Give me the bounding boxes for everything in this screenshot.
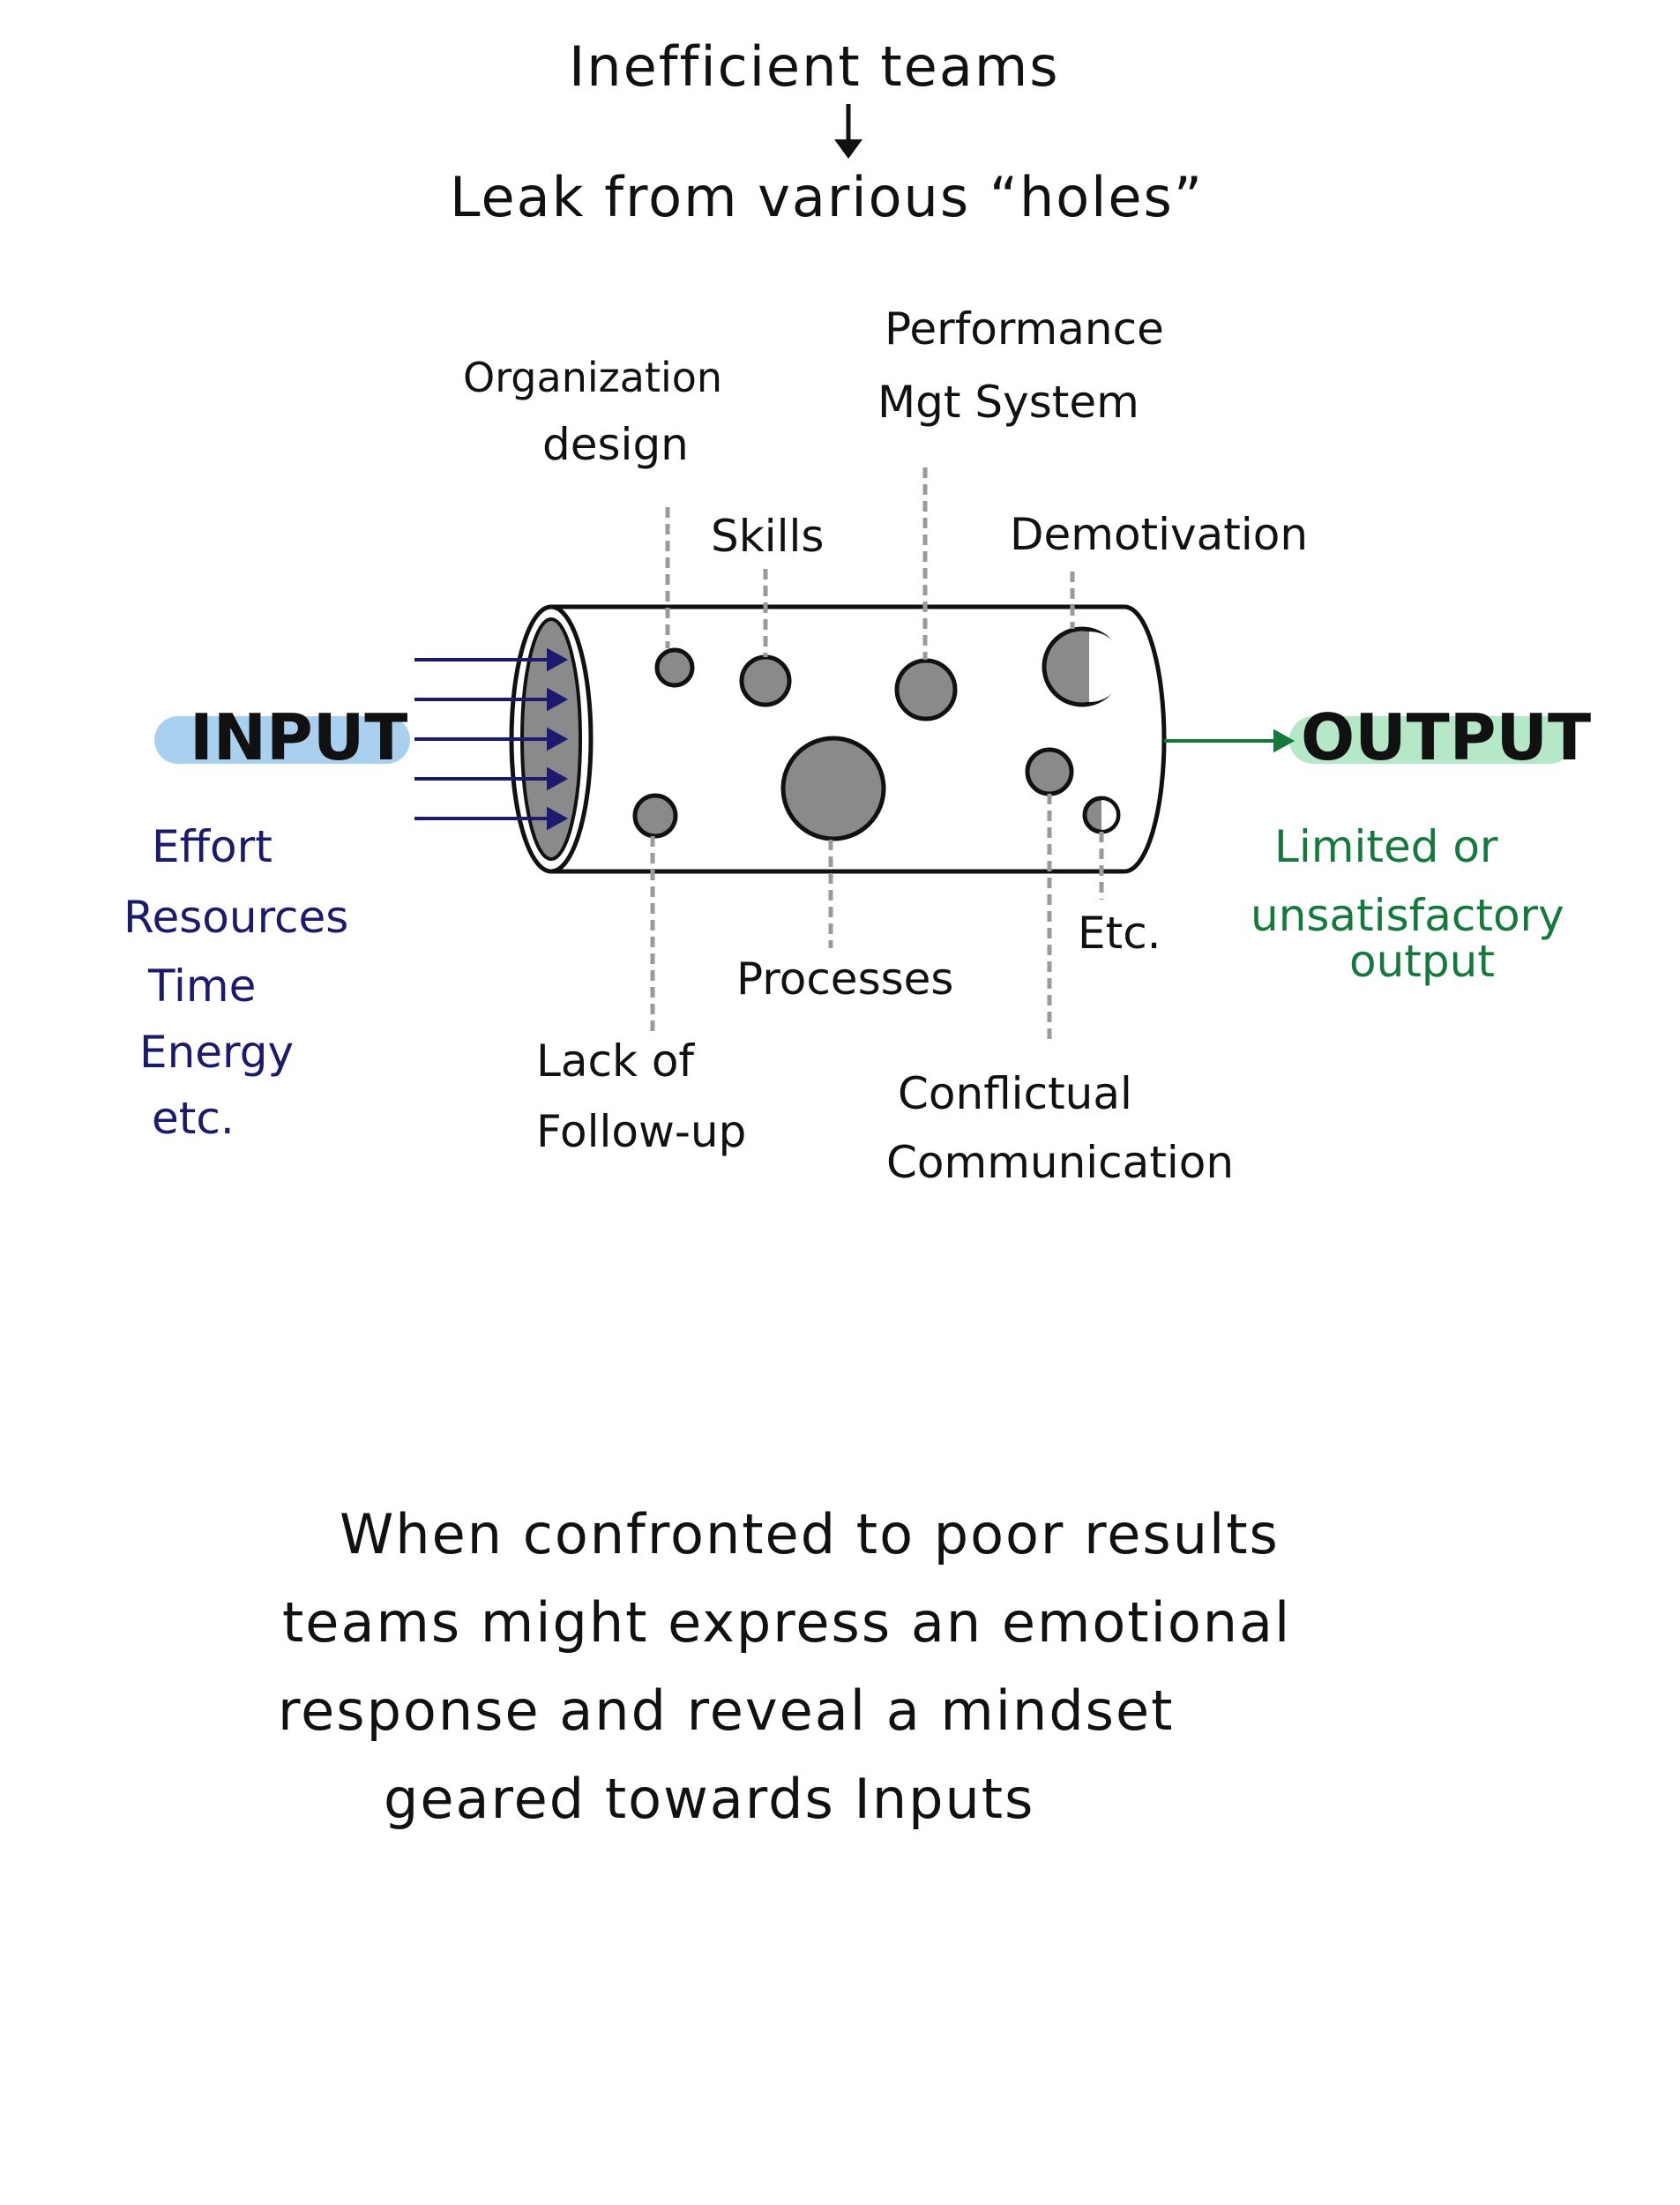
demotivation-hole-highlight	[1089, 632, 1124, 702]
hole-conflictual-communication	[1025, 747, 1074, 796]
output-highlight	[1289, 716, 1573, 764]
hole-processes	[780, 736, 886, 841]
hole-skills	[739, 654, 792, 707]
input-highlight	[154, 716, 410, 764]
label-skills: Skills	[711, 511, 825, 562]
hole-performance-mgt	[894, 658, 958, 721]
label-organization-design-1: Organization	[463, 354, 723, 401]
output-arrow	[1164, 729, 1295, 753]
input-item-resources: Resources	[123, 892, 349, 943]
conclusion-line-2: teams might express an emotional	[282, 1590, 1292, 1655]
etc-hole-highlight	[1101, 800, 1116, 830]
output-text-line2: unsatisfactory	[1251, 890, 1564, 941]
label-lack-of-follow-up-2: Follow-up	[536, 1106, 747, 1157]
hole-organization-design	[654, 647, 695, 688]
input-item-etc: etc.	[152, 1093, 235, 1144]
conclusion-line-1: When confronted to poor results	[340, 1502, 1280, 1566]
input-item-effort: Effort	[152, 821, 273, 872]
label-conflictual-communication-1: Conflictual	[898, 1068, 1132, 1119]
header-title: Inefficient teams	[569, 34, 1060, 99]
output-text-line1: Limited or	[1274, 821, 1498, 872]
label-performance-mgt-2: Mgt System	[877, 377, 1139, 428]
label-etc: Etc.	[1078, 908, 1161, 959]
pipe	[509, 604, 1167, 874]
conclusion-line-3: response and reveal a mindset	[278, 1678, 1175, 1743]
label-lack-of-follow-up-1: Lack of	[536, 1035, 695, 1087]
output-label: OUTPUT	[1301, 700, 1592, 774]
input-item-energy: Energy	[139, 1027, 295, 1078]
input-label: INPUT	[190, 700, 408, 774]
label-processes: Processes	[736, 953, 954, 1005]
label-organization-design-2: design	[542, 419, 689, 470]
output-text-line3: output	[1349, 936, 1495, 987]
input-arrows	[414, 647, 569, 831]
input-item-time: Time	[148, 960, 257, 1012]
header-down-arrow	[834, 104, 862, 159]
label-demotivation: Demotivation	[1010, 509, 1309, 560]
label-performance-mgt-1: Performance	[885, 303, 1164, 355]
hole-lack-of-follow-up	[632, 793, 678, 839]
conclusion-line-4: geared towards Inputs	[384, 1767, 1035, 1831]
leader-lines	[650, 467, 1104, 1045]
header-subtitle: Leak from various “holes”	[450, 165, 1204, 229]
label-conflictual-communication-2: Communication	[886, 1137, 1235, 1188]
